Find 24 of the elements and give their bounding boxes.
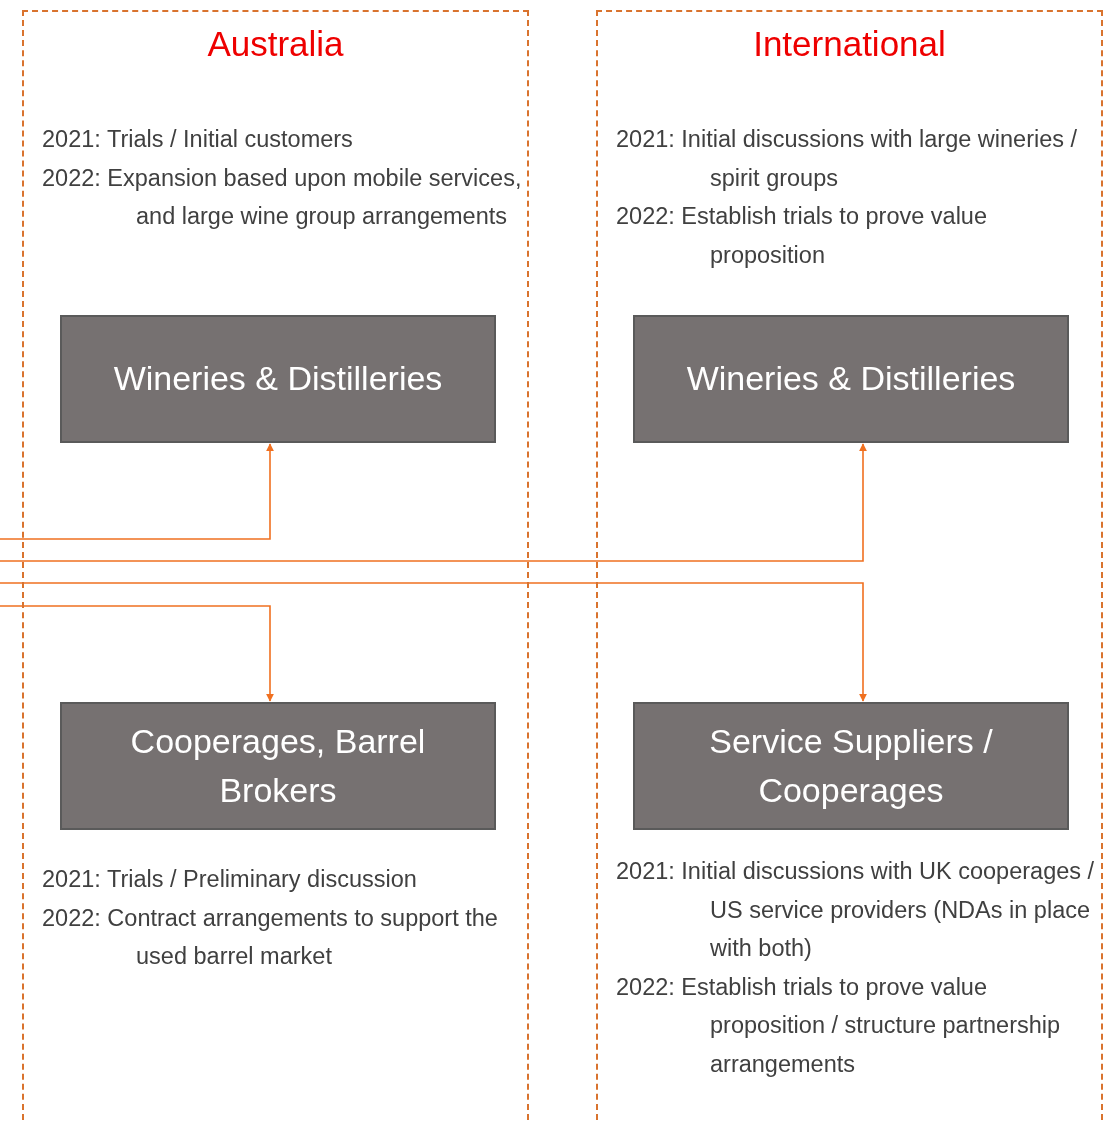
dashed-panel	[596, 10, 1103, 1123]
box-label: Service Suppliers / Cooperages	[708, 720, 994, 811]
arrow	[0, 443, 867, 562]
note-text: 2021: Initial discussions with large wineries / spirit groups	[616, 125, 1079, 193]
note-text: 2021: Trials / Preliminary discussion	[42, 865, 418, 894]
process-box	[60, 315, 496, 443]
arrow	[0, 582, 867, 702]
process-box	[633, 702, 1069, 830]
box-label: Wineries & Distilleries	[685, 358, 1017, 400]
dashed-panel	[22, 10, 529, 1123]
box-label: Cooperages, Barrel Brokers	[129, 720, 427, 811]
process-box	[633, 315, 1069, 443]
note-text: 2022: Contract arrangements to support the used barrel market	[42, 903, 499, 971]
note-text: 2022: Establish trials to prove value proposition / structure partnership arrangements	[616, 972, 1062, 1079]
note-text: 2021: Trials / Initial customers	[42, 125, 354, 154]
arrow	[0, 605, 274, 702]
panel-title: Australia	[206, 24, 345, 64]
process-box	[60, 702, 496, 830]
note-text: 2021: Initial discussions with UK cooperages / US service providers (NDAs in place with both)	[616, 857, 1096, 963]
note-text: 2022: Expansion based upon mobile services, and large wine group arrangements	[42, 163, 522, 231]
box-label: Wineries & Distilleries	[112, 358, 444, 400]
arrow	[0, 443, 274, 540]
note-text: 2022: Establish trials to prove value proposition	[616, 202, 988, 270]
panel-title: International	[752, 24, 947, 64]
